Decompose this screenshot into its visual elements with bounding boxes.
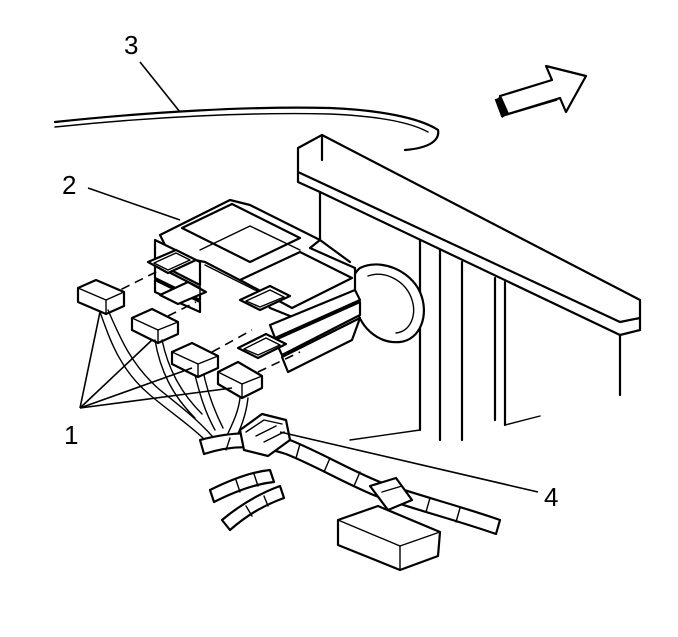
leader-lines (79, 61, 539, 493)
callout-4: 4 (544, 482, 558, 512)
callout-2: 2 (62, 170, 76, 200)
dash-panel-edge (53, 106, 440, 152)
harness-connector-4 (238, 412, 292, 458)
harness-connectors (76, 278, 264, 400)
callout-1: 1 (64, 420, 78, 450)
callout-3: 3 (124, 30, 138, 60)
instrument-panel-structure (296, 133, 642, 442)
direction-arrow-icon (494, 64, 588, 118)
connector-alignment-lines (107, 269, 301, 373)
wiring-harness (99, 309, 502, 572)
module-body (146, 198, 362, 374)
